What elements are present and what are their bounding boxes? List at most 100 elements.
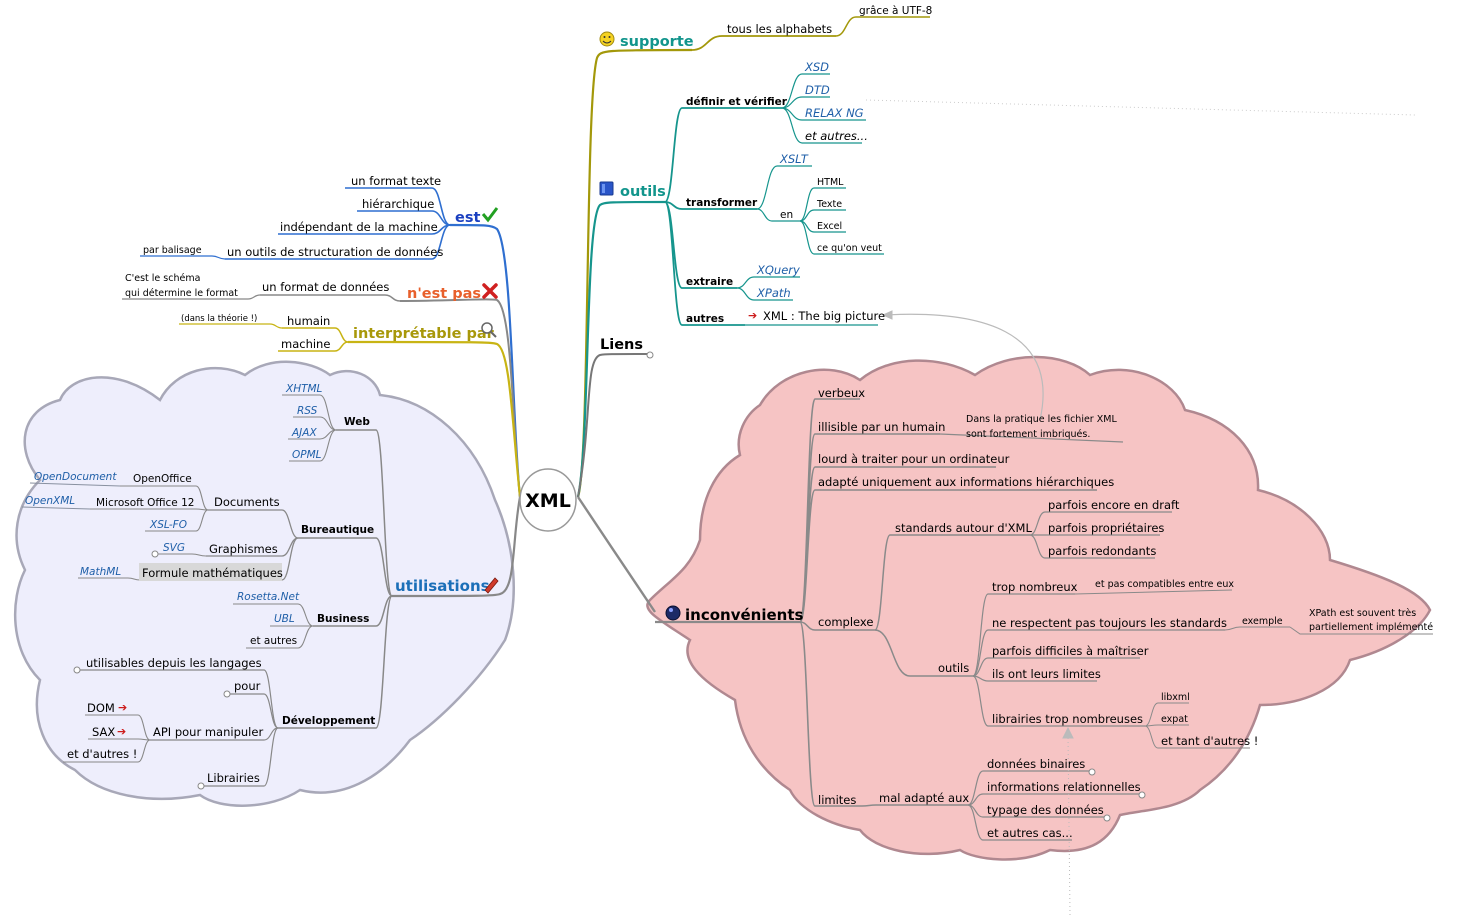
node-web[interactable]: Web — [344, 416, 370, 428]
node-expat[interactable]: expat — [1161, 714, 1188, 725]
node-texte[interactable]: Texte — [816, 199, 842, 210]
node-machine[interactable]: machine — [281, 337, 330, 351]
node-utf8[interactable]: grâce à UTF-8 — [859, 5, 932, 17]
node-structuration[interactable]: un outils de structuration de données — [227, 245, 443, 259]
node-autres-cas[interactable]: et autres cas... — [987, 826, 1073, 840]
node-et-autres-definir[interactable]: et autres... — [805, 129, 868, 143]
node-html[interactable]: HTML — [817, 177, 844, 188]
node-developpement[interactable]: Développement — [282, 715, 375, 727]
collapse-dot[interactable] — [1088, 768, 1096, 776]
link-opml[interactable]: OPML — [292, 449, 322, 461]
branch-est[interactable]: est — [455, 210, 480, 226]
node-pour[interactable]: pour — [234, 679, 261, 693]
node-definir[interactable]: définir et vérifier — [686, 96, 788, 108]
link-dtd[interactable]: DTD — [805, 83, 830, 97]
collapse-dot[interactable] — [151, 550, 159, 558]
node-respectent[interactable]: ne respectent pas toujours les standards — [992, 616, 1227, 630]
node-tant-autres[interactable]: et tant d'autres ! — [1161, 734, 1258, 748]
node-dautres[interactable]: et d'autres ! — [67, 747, 137, 761]
node-balisage[interactable]: par balisage — [143, 245, 202, 256]
node-difficiles[interactable]: parfois difficiles à maîtriser — [992, 644, 1149, 658]
collapse-dot[interactable] — [1138, 791, 1146, 799]
link-svg[interactable]: SVG — [163, 542, 185, 554]
collapse-dot[interactable] — [646, 351, 654, 359]
link-xsd[interactable]: XSD — [804, 60, 829, 74]
collapse-dot[interactable] — [223, 690, 231, 698]
node-extraire[interactable]: extraire — [686, 276, 733, 288]
central-node[interactable]: XML — [525, 490, 571, 512]
node-openoffice[interactable]: OpenOffice — [133, 473, 192, 485]
node-verbeux[interactable]: verbeux — [818, 386, 865, 400]
collapse-dot[interactable] — [1103, 814, 1111, 822]
node-outils-inconv[interactable]: outils — [938, 661, 969, 675]
node-proprietaires[interactable]: parfois propriétaires — [1048, 521, 1164, 535]
node-typage[interactable]: typage des données — [987, 803, 1104, 817]
node-ce-quon-veut[interactable]: ce qu'on veut — [817, 243, 882, 254]
collapse-dot[interactable] — [197, 782, 205, 790]
node-illisible[interactable]: illisible par un humain — [818, 420, 945, 434]
link-relaxng[interactable]: RELAX NG — [805, 106, 864, 120]
link-ajax[interactable]: AJAX — [291, 427, 317, 439]
node-adapte[interactable]: adapté uniquement aux informations hiéra… — [818, 475, 1114, 489]
link-xpath[interactable]: XPath — [756, 286, 791, 300]
collapse-dot[interactable] — [73, 666, 81, 674]
node-humain[interactable]: humain — [287, 314, 330, 328]
node-transformer[interactable]: transformer — [686, 197, 758, 209]
node-libxml[interactable]: libxml — [1161, 692, 1190, 703]
node-et-autres-business[interactable]: et autres — [250, 635, 297, 647]
link-xslt[interactable]: XSLT — [779, 152, 809, 166]
link-opendocument[interactable]: OpenDocument — [34, 471, 117, 483]
link-xquery[interactable]: XQuery — [756, 263, 800, 277]
connector-line — [967, 770, 1092, 806]
node-langages[interactable]: utilisables depuis les langages — [86, 656, 262, 670]
node-librairies[interactable]: Librairies — [207, 771, 260, 785]
node-librairies-nombreuses[interactable]: librairies trop nombreuses — [992, 712, 1143, 726]
link-openxml[interactable]: OpenXML — [25, 495, 75, 507]
node-limites-outils[interactable]: ils ont leurs limites — [992, 667, 1101, 681]
node-limites[interactable]: limites — [818, 793, 856, 807]
link-ubl[interactable]: UBL — [274, 613, 295, 625]
node-lourd[interactable]: lourd à traiter pour un ordinateur — [818, 452, 1010, 466]
branch-outils[interactable]: outils — [620, 184, 666, 200]
node-independant[interactable]: indépendant de la machine — [280, 220, 438, 234]
node-formule[interactable]: Formule mathématiques — [142, 566, 283, 580]
branch-utilisations[interactable]: utilisations — [395, 577, 490, 595]
node-hierarchique[interactable]: hiérarchique — [362, 197, 434, 211]
branch-nestpas[interactable]: n'est pas — [407, 286, 481, 302]
link-mathml[interactable]: MathML — [80, 566, 121, 578]
branch-supporte[interactable]: supporte — [620, 34, 694, 50]
node-bureautique[interactable]: Bureautique — [301, 524, 374, 536]
node-msoffice[interactable]: Microsoft Office 12 — [96, 497, 194, 509]
node-trop-nombreux[interactable]: trop nombreux — [992, 580, 1078, 594]
node-format-donnees[interactable]: un format de données — [262, 280, 389, 294]
node-autres[interactable]: autres — [686, 313, 724, 325]
link-xhtml[interactable]: XHTML — [285, 383, 323, 395]
node-graphismes[interactable]: Graphismes — [209, 542, 278, 556]
node-standards[interactable]: standards autour d'XML — [895, 521, 1032, 535]
node-en[interactable]: en — [780, 209, 793, 221]
node-draft[interactable]: parfois encore en draft — [1048, 498, 1180, 512]
branch-inconvenients[interactable]: inconvénients — [685, 606, 803, 624]
node-relationnelles[interactable]: informations relationnelles — [987, 780, 1141, 794]
node-sax[interactable]: SAX — [92, 725, 115, 739]
node-format-texte[interactable]: un format texte — [351, 174, 441, 188]
link-rosettanet[interactable]: Rosetta.Net — [237, 591, 300, 603]
node-excel[interactable]: Excel — [817, 221, 842, 232]
link-big-picture[interactable]: XML : The big picture — [763, 309, 885, 323]
central-node-ellipse[interactable] — [519, 468, 577, 532]
branch-interpretable[interactable]: interprétable par — [353, 326, 495, 342]
node-redondants[interactable]: parfois redondants — [1048, 544, 1156, 558]
node-api[interactable]: API pour manipuler — [153, 725, 263, 739]
note-illisible-1: Dans la pratique les fichier XML — [966, 414, 1117, 425]
link-rss[interactable]: RSS — [297, 405, 318, 417]
node-binaires[interactable]: données binaires — [987, 757, 1085, 771]
node-documents[interactable]: Documents — [214, 495, 280, 509]
node-complexe[interactable]: complexe — [818, 615, 873, 629]
node-exemple[interactable]: exemple — [1242, 616, 1283, 627]
branch-liens[interactable]: Liens — [600, 337, 643, 353]
node-mal-adapte[interactable]: mal adapté aux — [879, 791, 969, 805]
node-business[interactable]: Business — [317, 613, 369, 625]
node-tous-alphabets[interactable]: tous les alphabets — [727, 22, 832, 36]
node-dom[interactable]: DOM — [87, 701, 115, 715]
link-xslfo[interactable]: XSL-FO — [149, 519, 187, 531]
